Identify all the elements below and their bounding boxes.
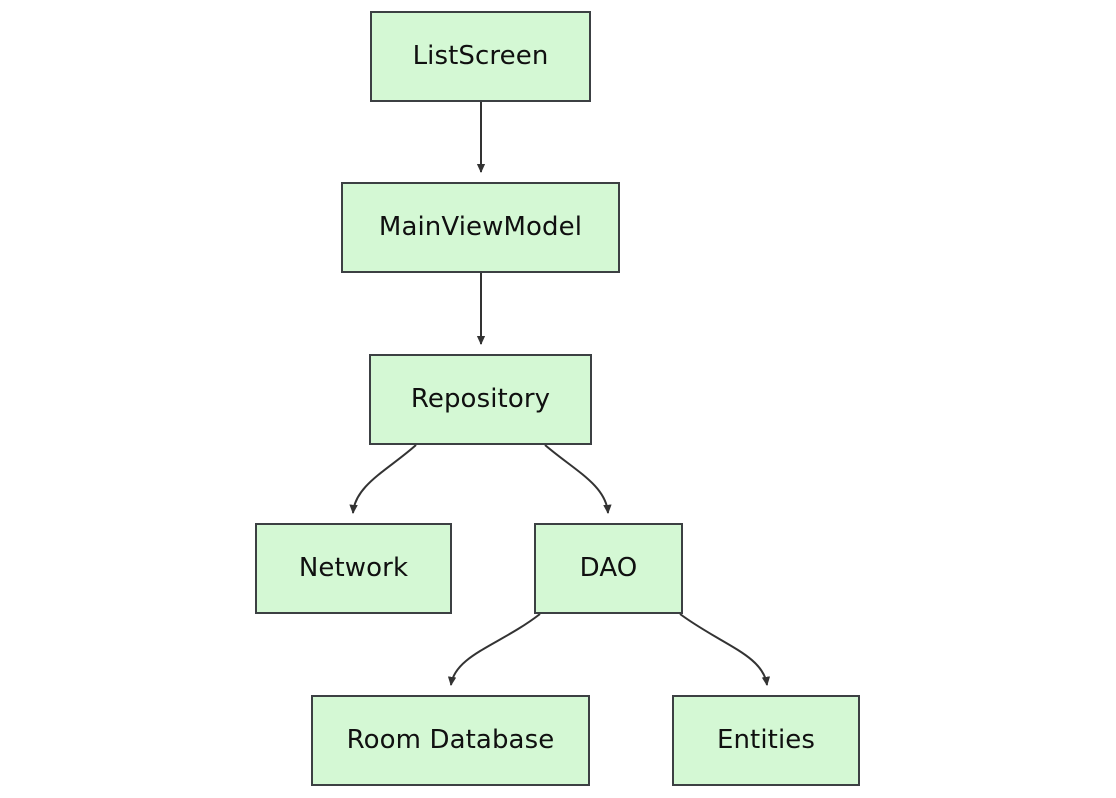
node-label-listscreen: ListScreen (412, 41, 549, 72)
node-label-roomdatabase: Room Database (346, 725, 555, 756)
node-label-network: Network (298, 553, 409, 584)
node-dao[interactable]: DAO (534, 523, 683, 614)
node-label-repository: Repository (410, 384, 551, 415)
node-mainviewmodel[interactable]: MainViewModel (341, 182, 620, 273)
node-label-mainviewmodel: MainViewModel (378, 212, 583, 243)
edge-dao-to-roomdatabase (447, 613, 541, 686)
edge-repository-to-dao (544, 444, 612, 514)
edge-repository-to-network (349, 444, 417, 514)
node-listscreen[interactable]: ListScreen (370, 11, 591, 102)
node-label-entities: Entities (716, 725, 816, 756)
node-roomdatabase[interactable]: Room Database (311, 695, 590, 786)
node-entities[interactable]: Entities (672, 695, 860, 786)
node-repository[interactable]: Repository (369, 354, 592, 445)
node-network[interactable]: Network (255, 523, 452, 614)
node-label-dao: DAO (579, 553, 638, 584)
edge-dao-to-entities (679, 613, 771, 686)
